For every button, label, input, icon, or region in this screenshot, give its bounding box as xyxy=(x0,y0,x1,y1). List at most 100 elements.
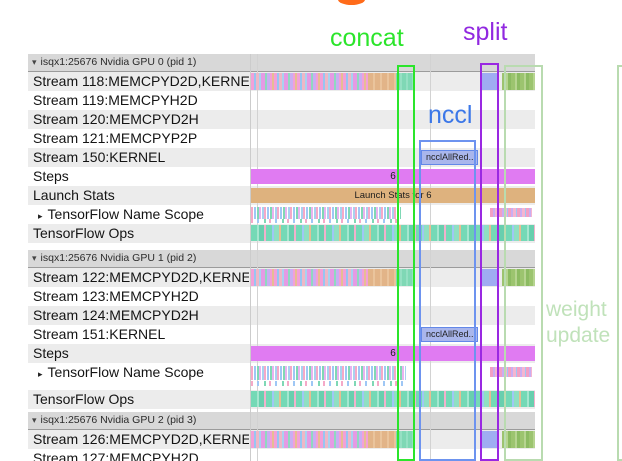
device-section-title: isqx1:25676 Nvidia GPU 2 (pid 3) xyxy=(40,414,197,426)
track-timeline xyxy=(250,390,535,409)
track-label: Stream 124:MEMCPYD2H xyxy=(33,307,199,323)
split-event-segment[interactable] xyxy=(480,73,498,90)
track-row: Stream 120:MEMCPYD2H xyxy=(28,110,535,129)
name-scope-sub-events-bar[interactable] xyxy=(251,219,401,223)
concat-annotation-label: concat xyxy=(330,24,404,52)
expand-arrow-icon[interactable]: ▸ xyxy=(38,211,43,221)
concat-event-segment[interactable] xyxy=(396,431,413,448)
track-row: Stream 122:MEMCPYD2D,KERNEL,MI xyxy=(28,268,535,287)
kernel-events-bar[interactable] xyxy=(251,269,368,286)
track-timeline: ncclAllRed... xyxy=(250,325,535,344)
device-section-title: isqx1:25676 Nvidia GPU 0 (pid 1) xyxy=(40,56,197,68)
weight-update-annotation-box-partial xyxy=(617,65,622,461)
concat-annotation-box xyxy=(397,65,415,461)
track-label: ▸TensorFlow Name Scope xyxy=(38,364,204,380)
track-label: Stream 119:MEMCPYH2D xyxy=(33,92,198,108)
time-gridline xyxy=(430,54,431,461)
track-row: Stream 118:MEMCPYD2D,KERNEL,ME xyxy=(28,72,535,91)
track-label: Stream 126:MEMCPYD2D,KERNEL,MI xyxy=(33,431,249,447)
collapse-arrow-icon: ▾ xyxy=(32,57,37,67)
track-label: Stream 118:MEMCPYD2D,KERNEL,ME xyxy=(33,73,249,89)
track-row: Stream 123:MEMCPYH2D xyxy=(28,287,535,306)
collapse-arrow-icon: ▾ xyxy=(32,415,37,425)
weight-update-event-segment[interactable] xyxy=(502,431,535,448)
track-row: Stream 121:MEMCPYP2P xyxy=(28,129,535,148)
concat-event-segment[interactable] xyxy=(396,73,413,90)
device-section-header[interactable]: ▾isqx1:25676 Nvidia GPU 2 (pid 3) xyxy=(28,412,535,430)
track-label: TensorFlow Ops xyxy=(33,391,135,407)
split-event-segment[interactable] xyxy=(480,431,498,448)
track-label: TensorFlow Ops xyxy=(33,225,135,241)
step-bar[interactable]: 6 xyxy=(251,346,535,361)
device-section-header[interactable]: ▾isqx1:25676 Nvidia GPU 0 (pid 1) xyxy=(28,54,535,72)
track-row: Stream 150:KERNEL ncclAllRed... xyxy=(28,148,535,167)
track-row: ▸TensorFlow Name Scope xyxy=(28,205,535,224)
weight-update-annotation-box xyxy=(504,65,543,461)
tensorflow-ops-bar[interactable] xyxy=(251,225,535,241)
track-timeline: Launch Stats for 6 xyxy=(250,186,535,205)
track-row: Steps 6 xyxy=(28,344,535,363)
weight-update-annotation-label: weight update xyxy=(546,297,610,349)
track-row: ▸TensorFlow Name Scope xyxy=(28,363,535,390)
weight-update-line1: weight xyxy=(546,298,607,321)
track-row: Steps 6 xyxy=(28,167,535,186)
track-row: Stream 126:MEMCPYD2D,KERNEL,MI xyxy=(28,430,535,449)
device-section-title: isqx1:25676 Nvidia GPU 1 (pid 2) xyxy=(40,252,197,264)
name-scope-events-bar[interactable] xyxy=(251,207,401,219)
track-label: ▸TensorFlow Name Scope xyxy=(38,206,204,222)
nccl-allreduce-event[interactable]: ncclAllRed... xyxy=(421,150,478,165)
track-timeline xyxy=(250,224,535,243)
track-label: Stream 150:KERNEL xyxy=(33,149,166,165)
track-timeline xyxy=(250,72,535,91)
track-row: Stream 119:MEMCPYH2D xyxy=(28,91,535,110)
name-scope-events-bar[interactable] xyxy=(251,366,406,380)
memcpy-event-segment[interactable] xyxy=(368,269,396,286)
memcpy-event-segment[interactable] xyxy=(368,73,396,90)
track-timeline xyxy=(250,268,535,287)
split-event-segment[interactable] xyxy=(480,269,498,286)
time-gridline xyxy=(257,54,258,461)
track-timeline: ncclAllRed... xyxy=(250,148,535,167)
expand-arrow-icon[interactable]: ▸ xyxy=(38,369,43,379)
kernel-events-bar[interactable] xyxy=(251,73,368,90)
tensorflow-ops-bar[interactable] xyxy=(251,391,535,407)
track-row: TensorFlow Ops xyxy=(28,224,535,243)
track-label: Stream 127:MEMCPYH2D xyxy=(33,450,199,461)
nccl-annotation-label: nccl xyxy=(428,101,473,129)
device-section-header[interactable]: ▾isqx1:25676 Nvidia GPU 1 (pid 2) xyxy=(28,250,535,268)
collapse-arrow-icon: ▾ xyxy=(32,253,37,263)
memcpy-event-segment[interactable] xyxy=(368,431,396,448)
track-label: Stream 120:MEMCPYD2H xyxy=(33,111,199,127)
track-row: Stream 124:MEMCPYD2H xyxy=(28,306,535,325)
name-scope-events-segment[interactable] xyxy=(490,208,532,217)
track-label: Steps xyxy=(33,168,69,184)
split-annotation-label: split xyxy=(463,18,508,46)
track-label: Steps xyxy=(33,345,69,361)
track-row: Launch Stats Launch Stats for 6 xyxy=(28,186,535,205)
track-label: Stream 122:MEMCPYD2D,KERNEL,MI xyxy=(33,269,249,285)
weight-update-event-segment[interactable] xyxy=(502,269,535,286)
orange-annotation-mark xyxy=(338,0,365,5)
track-timeline xyxy=(250,363,535,390)
track-label: Stream 121:MEMCPYP2P xyxy=(33,130,198,146)
step-bar[interactable]: 6 xyxy=(251,169,535,184)
track-row: TensorFlow Ops xyxy=(28,390,535,409)
track-label: Launch Stats xyxy=(33,187,115,203)
name-scope-events-segment[interactable] xyxy=(490,367,532,377)
track-label: Stream 123:MEMCPYH2D xyxy=(33,288,199,304)
track-timeline xyxy=(250,205,535,224)
nccl-allreduce-event[interactable]: ncclAllRed... xyxy=(421,327,478,342)
track-timeline: 6 xyxy=(250,344,535,363)
track-label: Stream 151:KERNEL xyxy=(33,326,166,342)
label-column-divider xyxy=(250,54,251,461)
split-annotation-box xyxy=(480,63,499,461)
name-scope-sub-events-bar[interactable] xyxy=(251,381,406,386)
launch-stats-bar[interactable]: Launch Stats for 6 xyxy=(251,188,535,203)
weight-update-event-segment[interactable] xyxy=(502,73,535,90)
concat-event-segment[interactable] xyxy=(396,269,413,286)
track-timeline xyxy=(250,430,535,449)
weight-update-line2: update xyxy=(546,324,611,347)
kernel-events-bar[interactable] xyxy=(251,431,368,448)
